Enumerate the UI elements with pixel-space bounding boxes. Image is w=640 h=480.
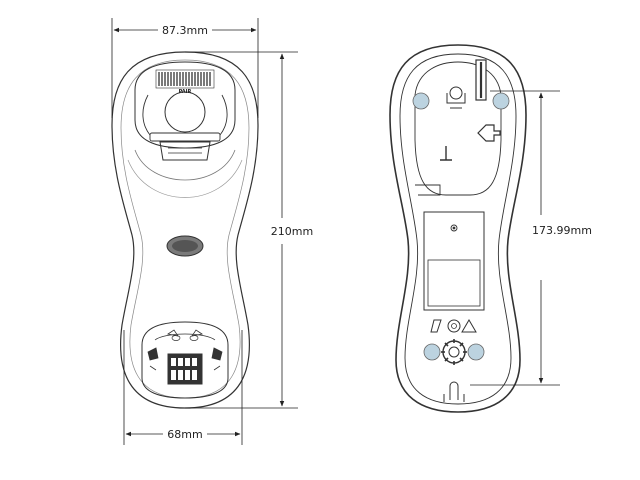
back-body-outline	[389, 44, 527, 413]
pair-label: PAIR	[179, 89, 192, 95]
keyhole-mount-top	[449, 86, 463, 100]
keyhole-mount-bottom	[449, 381, 459, 400]
back-dimensions	[470, 90, 560, 386]
tee-symbol	[440, 146, 452, 161]
pair-barcode	[155, 69, 215, 89]
barcode-bars	[158, 72, 211, 86]
front-view	[111, 51, 259, 409]
recycle-symbol	[430, 319, 442, 333]
mount-pad-bottom-right	[467, 343, 485, 361]
mount-pad-top-left	[412, 92, 430, 110]
cradle-latch	[159, 141, 211, 161]
plug-symbol	[477, 124, 501, 142]
dim-height-label: 210mm	[271, 225, 313, 238]
charging-bay	[141, 321, 229, 399]
cradle-top	[134, 61, 236, 149]
front-dimensions	[111, 18, 298, 445]
label-recess	[423, 211, 485, 311]
ce-symbol	[447, 319, 461, 333]
dim-bottom-width-label: 68mm	[167, 428, 202, 441]
mount-pad-bottom-left	[423, 343, 441, 361]
cradle-circle	[164, 91, 206, 133]
warning-symbol	[461, 319, 477, 333]
dim-mount-spacing-label: 173.99mm	[532, 224, 592, 237]
back-view	[389, 44, 527, 413]
mount-pads	[412, 92, 510, 361]
mount-pad-top-right	[492, 92, 510, 110]
back-body-inner	[399, 53, 517, 405]
dim-top-width-label: 87.3mm	[162, 24, 208, 37]
